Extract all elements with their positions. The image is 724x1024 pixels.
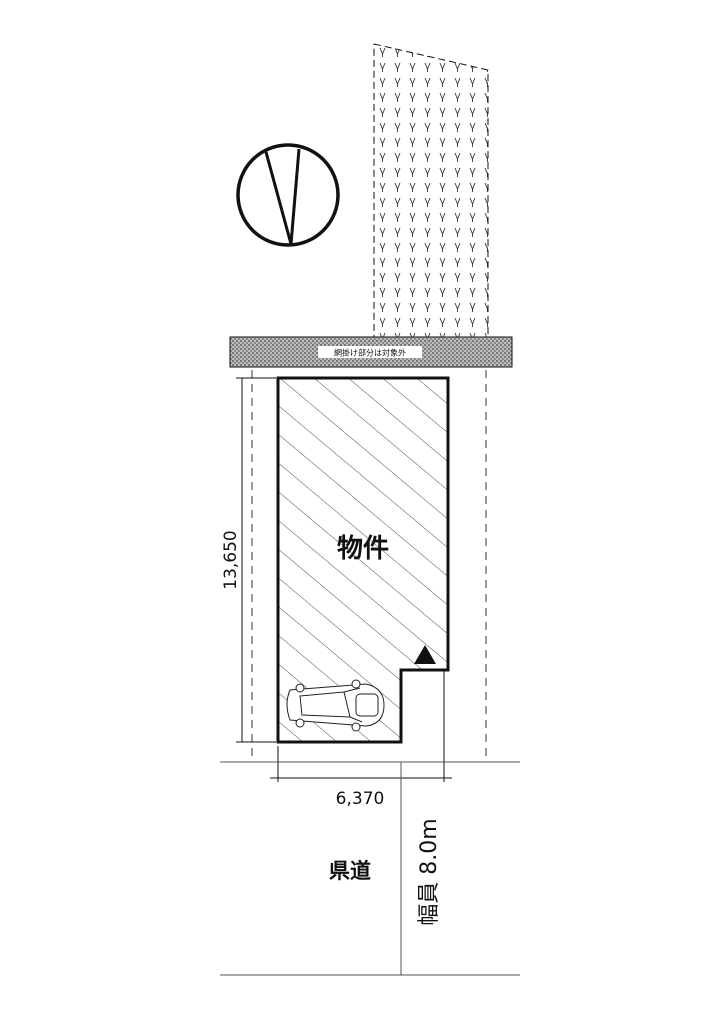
north-arrow-icon bbox=[236, 143, 340, 247]
car-icon bbox=[286, 679, 385, 732]
frontage-dimension: 6,370 bbox=[336, 789, 385, 809]
depth-dimension: 13,650 bbox=[221, 530, 241, 589]
road-lines bbox=[220, 761, 520, 976]
mesh-band-note: 網掛け部分は対象外 bbox=[334, 348, 406, 358]
road-width: 幅員 8.0m bbox=[417, 818, 442, 925]
adjacent-green-area bbox=[373, 43, 489, 339]
property-lot: 物件 bbox=[276, 376, 450, 744]
neighbor-boundary-lines bbox=[251, 370, 487, 762]
property-label: 物件 bbox=[337, 534, 389, 564]
mesh-band: 網掛け部分は対象外 bbox=[229, 336, 513, 368]
road-name: 県道 bbox=[329, 859, 371, 883]
dimension-lines bbox=[236, 377, 452, 782]
triangle-icon bbox=[414, 645, 436, 664]
